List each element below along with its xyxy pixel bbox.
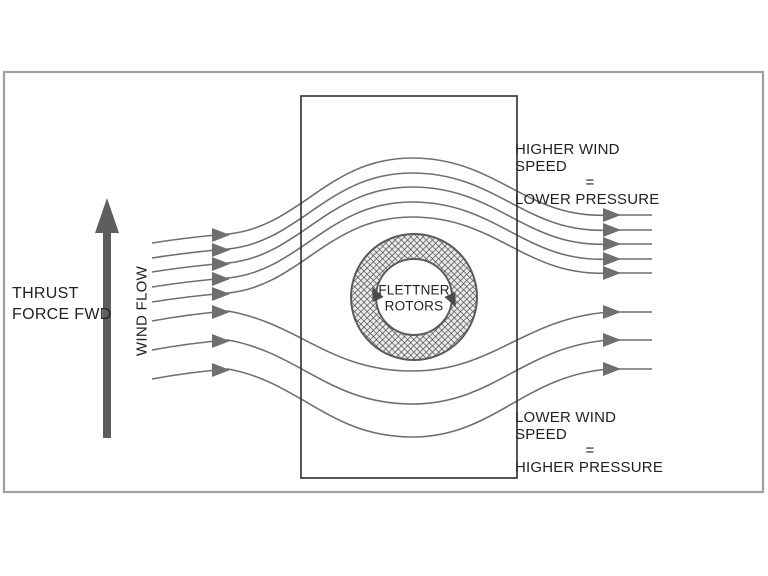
equals-sign: =: [585, 442, 595, 459]
flow-arrowhead-icon: [603, 266, 621, 280]
high-speed-low-pressure-label: HIGHER WIND SPEED = LOWER PRESSURE: [515, 141, 665, 208]
rotor-housing-box: [300, 95, 518, 479]
streamline-path: [151, 368, 652, 438]
flow-arrowhead-icon: [212, 272, 230, 286]
flow-arrowhead-icon: [603, 333, 621, 347]
flow-arrowhead-icon: [603, 208, 621, 222]
high-speed-line3: LOWER PRESSURE: [515, 190, 660, 208]
streamline-path: [151, 186, 652, 273]
flow-arrowhead-icon: [212, 228, 230, 242]
rotor-label-line2: ROTORS: [384, 298, 444, 313]
rotation-arrows: [372, 286, 456, 308]
low-speed-high-pressure-label: LOWER WIND SPEED = HIGHER PRESSURE: [515, 409, 665, 476]
flow-arrowhead-icon: [603, 223, 621, 237]
flow-arrowhead-icon: [212, 287, 230, 301]
rotation-arrowhead-icon: [444, 291, 456, 308]
high-speed-line1: HIGHER WIND SPEED: [515, 141, 620, 175]
equals-sign: =: [585, 174, 595, 191]
streamline-path: [151, 201, 652, 288]
flow-arrowhead-icon: [212, 305, 230, 319]
flow-arrowhead-icon: [212, 334, 230, 348]
streamline-path: [151, 310, 652, 372]
flow-arrowhead-icon: [212, 363, 230, 377]
flow-arrowhead-icon: [603, 252, 621, 266]
wind-flow-label: WIND FLOW: [133, 265, 151, 357]
thrust-arrow-shaft: [103, 230, 111, 438]
streamline-path: [151, 339, 652, 405]
flow-arrowhead-icon: [212, 257, 230, 271]
rotation-arrowhead-icon: [372, 286, 384, 303]
low-speed-line1: LOWER WIND SPEED: [515, 409, 617, 443]
diagram-frame: [2, 70, 765, 494]
flow-arrowhead-icon: [603, 305, 621, 319]
flow-arrowhead-icon: [603, 237, 621, 251]
streamline-path: [151, 172, 652, 259]
low-speed-line3: HIGHER PRESSURE: [515, 458, 664, 476]
thrust-arrowhead-icon: [95, 198, 119, 233]
flettner-rotors-label: FLETTNER ROTORS: [378, 283, 449, 314]
streamline-path: [151, 216, 652, 303]
thrust-force-label: THRUST FORCE FWD: [12, 283, 112, 325]
thrust-force-line2: FORCE FWD: [12, 306, 112, 323]
rotor-label-line1: FLETTNER: [378, 282, 450, 298]
streamline-path: [151, 157, 652, 244]
left-flow-arrowheads: [212, 228, 230, 377]
flow-arrowhead-icon: [603, 362, 621, 376]
thrust-force-line1: THRUST: [12, 285, 79, 302]
right-flow-arrowheads: [603, 208, 621, 376]
streamlines: [151, 157, 652, 438]
thrust-arrow-icon: [95, 198, 119, 438]
flow-arrowhead-icon: [212, 243, 230, 257]
